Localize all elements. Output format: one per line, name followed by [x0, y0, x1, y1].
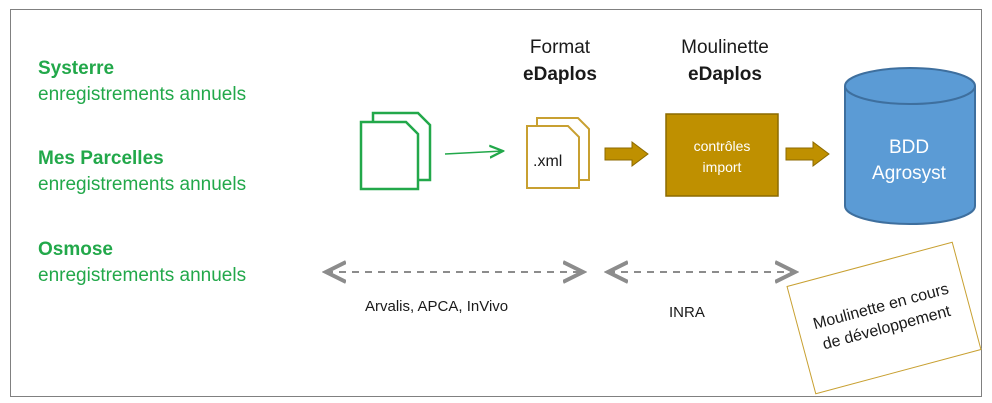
partners-left: Arvalis, APCA, InVivo [365, 298, 509, 315]
xml-label: .xml [533, 153, 563, 170]
green-documents-icon [359, 111, 432, 191]
moulinette-header: Moulinette eDaplos [655, 34, 795, 88]
source-osmose: Osmose enregistrements annuels [38, 237, 246, 289]
control-box [665, 113, 779, 197]
gold-arrow-2 [785, 141, 830, 167]
control-box-label: contrôles import [666, 136, 778, 178]
source-name: Systerre [38, 58, 115, 79]
database-line2: Agrosyst [872, 163, 946, 184]
format-header-line2: eDaplos [523, 64, 597, 85]
database-line1: BDD [888, 137, 930, 158]
moulinette-header-line2: eDaplos [688, 64, 762, 85]
format-header: Format eDaplos [510, 34, 610, 88]
control-box-line1: contrôles [693, 138, 751, 154]
format-header-line1: Format [529, 37, 591, 58]
source-systerre: Systerre enregistrements annuels [38, 56, 246, 108]
gold-arrow-1 [604, 141, 649, 167]
database-icon [844, 67, 976, 225]
development-note-text: Moulinette en cours de développement [811, 280, 953, 354]
source-detail: enregistrements annuels [38, 84, 247, 105]
database-label: BDD Agrosyst [843, 135, 975, 187]
control-box-line2: import [702, 159, 742, 175]
source-detail: enregistrements annuels [38, 174, 247, 195]
xml-documents-icon [526, 117, 590, 189]
source-mes-parcelles: Mes Parcelles enregistrements annuels [38, 146, 246, 198]
source-detail: enregistrements annuels [38, 265, 247, 286]
partners-right: INRA [669, 304, 705, 321]
moulinette-header-line1: Moulinette [681, 37, 769, 58]
green-arrow [444, 151, 503, 154]
source-name: Mes Parcelles [38, 148, 164, 169]
source-name: Osmose [38, 239, 113, 260]
